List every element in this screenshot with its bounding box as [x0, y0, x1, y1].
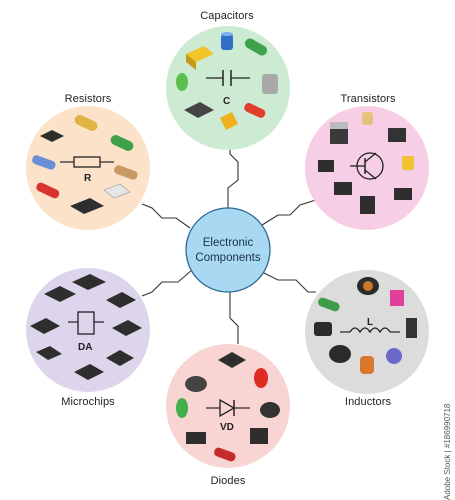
diodes-label: Diodes: [210, 475, 246, 487]
capacitor-green-bead: [176, 73, 188, 91]
diode-red-axial-bottom: [214, 447, 236, 462]
microchip-bottom-middle: [74, 364, 104, 380]
resistor-striped-axial: [114, 165, 138, 180]
center-title-line2: Components: [195, 252, 260, 264]
resistor-black-smd-top: [40, 130, 64, 142]
microchips-group: DA: [26, 268, 150, 392]
center-hub: Electronic Components: [185, 207, 271, 293]
transistor-to220-bottom: [360, 196, 375, 214]
wire-diodes: [229, 290, 239, 344]
inductor-blue-round: [386, 348, 402, 364]
inductor-green-axial: [318, 297, 340, 312]
resistor-symbol-letter: R: [84, 173, 92, 184]
resistor-white-block: [103, 183, 131, 199]
wire-capacitors: [227, 146, 239, 210]
transistor-symbol-emitter: [364, 169, 377, 180]
diode-symbol-letter: VD: [220, 422, 234, 433]
diode-black-package-bottom-right: [250, 428, 268, 444]
capacitors-group: C: [166, 26, 290, 150]
wire-resistors: [141, 203, 191, 229]
capacitor-symbol-letter: C: [223, 96, 230, 107]
diode-black-smd-bottom-left: [186, 432, 206, 444]
wire-inductors: [261, 271, 316, 293]
transistor-black-smd-left: [318, 160, 334, 172]
microchip-top-right: [106, 292, 136, 308]
diode-black-round-right: [260, 402, 280, 418]
resistors-label: Resistors: [64, 93, 112, 105]
capacitor-blue-top: [221, 32, 233, 36]
inductor-symbol-letter: L: [367, 317, 373, 328]
resistor-red-axial: [36, 182, 60, 199]
microchip-left: [30, 318, 60, 334]
capacitor-yellow-block-side: [186, 54, 196, 70]
inductors-group: L: [305, 270, 429, 394]
microchip-top-middle: [72, 274, 106, 290]
diode-black-axial-left: [185, 376, 207, 392]
resistor-blue-axial: [32, 155, 56, 170]
microchip-symbol-box: [77, 311, 95, 335]
microchip-bottom-right: [106, 350, 134, 366]
capacitor-green-cylinder: [244, 38, 268, 56]
inductor-copper-ring-top: [363, 281, 373, 291]
microchip-symbol-letter: DA: [78, 342, 92, 353]
capacitors-label: Capacitors: [200, 10, 254, 22]
inductor-black-tall: [406, 318, 417, 338]
diode-symbol-triangle: [219, 398, 236, 418]
capacitor-yellow-block: [186, 46, 214, 62]
inductor-pink-block: [390, 290, 404, 306]
resistor-gold-axial: [74, 115, 98, 131]
microchip-bottom-left: [36, 346, 62, 360]
resistor-green-axial: [110, 135, 134, 151]
transistor-symbol-collector: [364, 152, 377, 163]
center-hub-circle: [185, 207, 271, 293]
resistor-array-chip: [70, 198, 104, 214]
diode-green-led: [176, 398, 188, 418]
wire-transistors: [261, 199, 317, 226]
stock-watermark: Adobe Stock | #186990718: [442, 300, 454, 500]
connector-wires: [141, 146, 317, 344]
resistors-group: R: [26, 106, 150, 230]
transistor-to220-top-left: [330, 128, 348, 144]
transistors-group: [305, 106, 429, 230]
wire-microchips: [141, 269, 193, 297]
microchips-label: Microchips: [61, 396, 115, 408]
transistor-tab-top-left: [330, 122, 348, 129]
inductor-orange-toroid: [360, 356, 374, 374]
transistor-black-lower-right: [394, 188, 412, 200]
stock-id-text: Adobe Stock | #186990718: [443, 403, 452, 500]
inductor-black-smd: [314, 322, 332, 336]
transistor-yellow-package: [402, 156, 414, 170]
transistors-label: Transistors: [340, 93, 396, 105]
capacitor-blue-electrolytic: [221, 34, 233, 50]
inductor-black-drum: [329, 345, 351, 363]
microchip-right: [112, 320, 142, 336]
diode-red-led: [254, 368, 268, 388]
microchip-top-left: [44, 286, 76, 302]
center-title-line1: Electronic: [203, 237, 254, 249]
transistor-beige-package: [362, 112, 373, 125]
inductors-label: Inductors: [344, 396, 392, 408]
capacitor-red-cylinder: [244, 103, 266, 118]
diodes-group: VD: [166, 344, 290, 468]
capacitor-grey-can: [262, 74, 278, 94]
transistor-black-top-right: [388, 128, 406, 142]
capacitor-black-smd: [184, 102, 214, 118]
diode-black-smd-top: [218, 352, 246, 368]
inductor-symbol-coil: [349, 327, 391, 334]
capacitor-orange-tantalum: [220, 112, 238, 130]
transistor-black-lower-left: [334, 182, 352, 195]
